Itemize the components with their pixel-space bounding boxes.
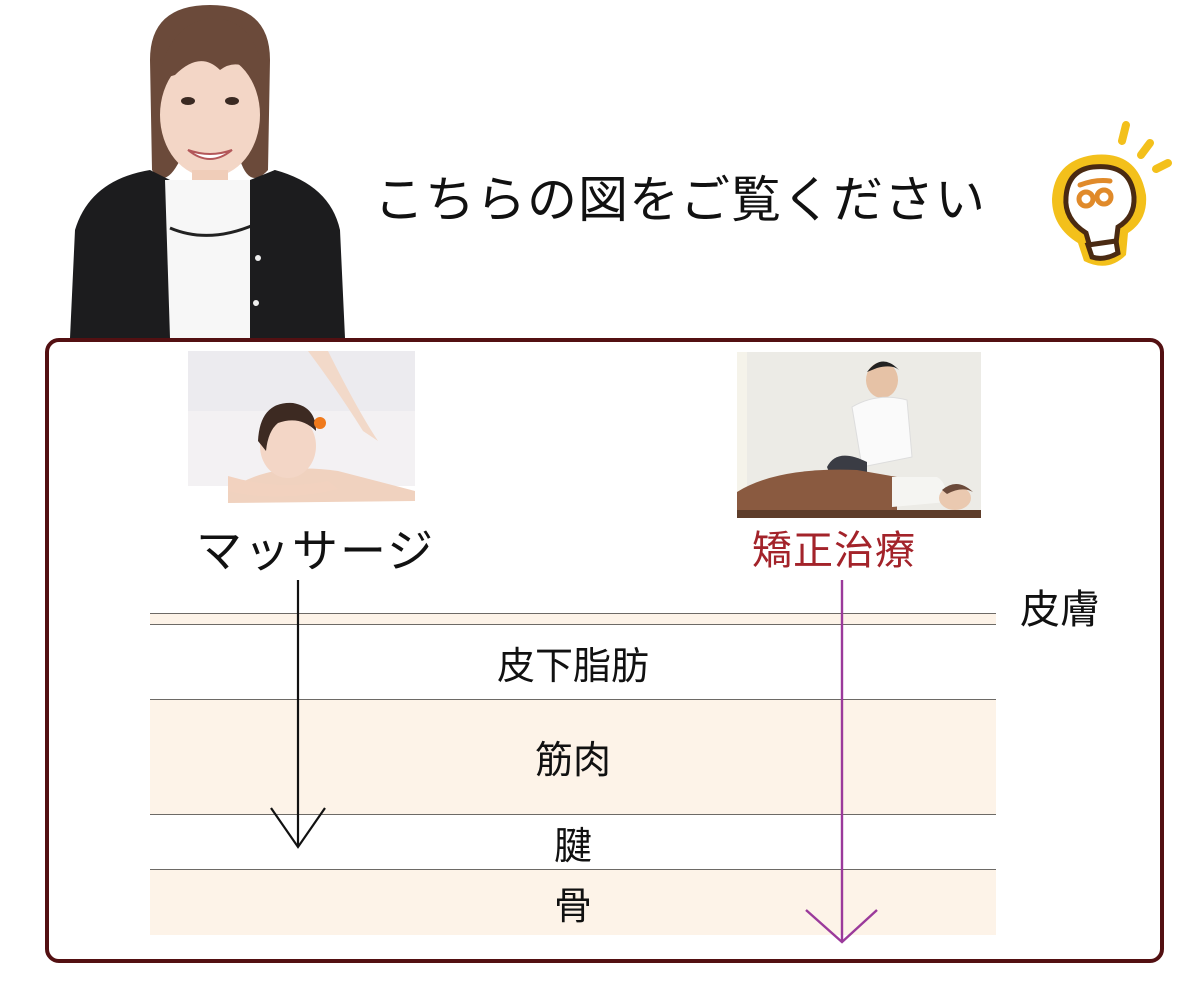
layer-divider [150, 699, 996, 700]
layer-divider [150, 869, 996, 870]
layer-label-skin: 皮膚 [1020, 587, 1100, 633]
massage-photo [188, 351, 415, 519]
layer-label-muscle: 筋肉 [534, 738, 611, 782]
layer-divider [150, 814, 996, 815]
layer-divider [150, 613, 996, 614]
headline-text: こちらの図をご覧ください [374, 171, 986, 229]
massage-label: マッサージ [196, 524, 436, 578]
layer-label-fat: 皮下脂肪 [496, 643, 649, 688]
layer-bone: 骨 [150, 870, 996, 935]
correction-photo [737, 352, 981, 518]
layer-divider [150, 624, 996, 625]
massage-scene-icon [188, 351, 415, 519]
layer-muscle: 筋肉 [150, 699, 996, 814]
layer-subcutaneous-fat: 皮下脂肪 [150, 625, 996, 699]
layer-label-tendon: 腱 [553, 823, 592, 868]
chiropractic-scene-icon [737, 352, 981, 518]
presenter-photo [70, 0, 345, 338]
lightbulb-icon [1038, 115, 1178, 275]
correction-label: 矯正治療 [752, 528, 916, 574]
layer-skin [150, 613, 996, 625]
layer-tendon: 腱 [150, 814, 996, 870]
layer-label-bone: 骨 [553, 884, 592, 928]
presenter-figure-icon [70, 0, 345, 338]
